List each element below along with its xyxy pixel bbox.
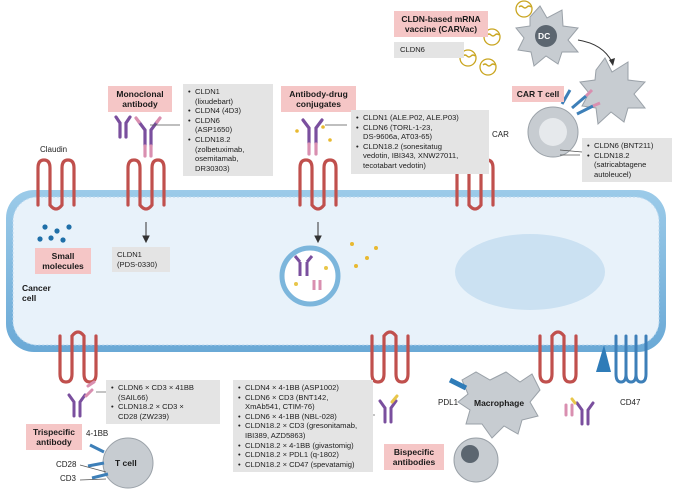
claudin-label: Claudin	[40, 145, 68, 154]
trispecific-item-cldn18-2: CLDN18.2 × CD3 × CD28 (ZW239)	[111, 402, 215, 421]
macrophage-label: Macrophage	[474, 398, 525, 408]
adc-item-cldn18-2: CLDN18.2 (sonesitatug vedotin, IBI343, X…	[356, 142, 484, 171]
cd47-label: CD47	[620, 398, 641, 407]
carvac-cldn6-box: CLDN6	[394, 42, 464, 58]
bispecific-item-2: CLDN6 × CD3 (BNT142, XmAb541, CTIM-76)	[238, 393, 368, 412]
bispecific-antibodies-badge: Bispecific antibodies	[384, 444, 444, 470]
monoclonal-item-cldn1: CLDN1 (lixudebart)	[188, 87, 268, 106]
payload-stars	[295, 125, 378, 268]
car-t-cell	[527, 88, 601, 158]
pdl1-receptor	[596, 345, 611, 372]
bispecific-item-6: CLDN18.2 × PDL1 (q-1802)	[238, 450, 368, 460]
activated-dendritic-cell	[579, 57, 647, 126]
cd28-label: CD28	[56, 460, 77, 469]
monoclonal-item-cldn18-2: CLDN18.2 (zolbetuximab, osemitamab, DR30…	[188, 135, 268, 173]
four-1bb-label: 4-1BB	[86, 429, 109, 438]
endosome	[279, 245, 341, 307]
trispecific-item-cldn6: CLDN6 × CD3 × 41BB (SAIL66)	[111, 383, 215, 402]
adc-item-cldn1: CLDN1 (ALE.P02, ALE.P03)	[356, 113, 484, 123]
small-molecules-badge: Small molecules	[35, 248, 91, 274]
dc-arrow-head	[609, 58, 615, 66]
nucleus	[455, 234, 605, 310]
monoclonal-item-cldn6: CLDN6 (ASP1650)	[188, 116, 268, 135]
internalisation-arrows	[142, 222, 322, 244]
t-cell-label: T cell	[115, 458, 137, 468]
trispecific-antibody-badge: Trispecific antibody	[26, 424, 82, 450]
bispecific-item-5: CLDN18.2 × 4-1BB (givastomig)	[238, 441, 368, 451]
dendritic-cell	[515, 5, 580, 67]
monoclonal-antibody-badge: Monoclonal antibody	[108, 86, 172, 112]
mrna-vaccine-icons	[459, 0, 533, 76]
carvac-badge: CLDN-based mRNA vaccine (CARVac)	[394, 11, 488, 37]
bispecific-item-4: CLDN18.2 × CD3 (gresonitamab, IBI389, AZ…	[238, 421, 368, 440]
bispecific-item-7: CLDN18.2 × CD47 (spevatamig)	[238, 460, 368, 470]
cd3-label: CD3	[60, 474, 77, 483]
bispecific-item-3: CLDN6 × 4-1BB (NBL-028)	[238, 412, 368, 422]
dc-label: DC	[538, 31, 551, 41]
trispecific-antibody-icon	[67, 380, 96, 418]
car-t-cell-badge: CAR T cell	[512, 86, 564, 102]
bispecific-list: CLDN4 × 4-1BB (ASP1002) CLDN6 × CD3 (BNT…	[233, 380, 373, 473]
dc-arrow	[577, 39, 613, 63]
cd47-receptor	[614, 334, 648, 384]
small-molecule-dots	[37, 224, 72, 243]
pdl1-label: PDL1	[438, 398, 459, 407]
bispecific-item-1: CLDN4 × 4-1BB (ASP1002)	[238, 383, 368, 393]
car-t-list: CLDN6 (BNT211) CLDN18.2 (satricabtagene …	[582, 138, 672, 183]
car-label: CAR	[492, 130, 509, 139]
cancer-cell-label: Cancer cell	[22, 283, 51, 303]
macrophage	[448, 371, 541, 483]
t-cell	[87, 437, 154, 489]
trispecific-list: CLDN6 × CD3 × 41BB (SAIL66) CLDN18.2 × C…	[106, 380, 220, 425]
car-t-item-cldn6: CLDN6 (BNT211)	[587, 141, 667, 151]
monoclonal-antibody-list: CLDN1 (lixudebart) CLDN4 (4D3) CLDN6 (AS…	[183, 84, 273, 177]
adc-list: CLDN1 (ALE.P02, ALE.P03) CLDN6 (TORL-1-2…	[351, 110, 489, 174]
monoclonal-item-cldn4: CLDN4 (4D3)	[188, 106, 268, 116]
small-molecule-target-box: CLDN1 (PDS-0330)	[112, 247, 170, 273]
adc-badge: Antibody-drug conjugates	[281, 86, 356, 112]
bispecific-antibody-icons	[378, 394, 595, 426]
adc-item-cldn6: CLDN6 (TORL-1-23, DS-9606a, AT03-65)	[356, 123, 484, 142]
car-t-item-cldn18-2: CLDN18.2 (satricabtagene autoleucel)	[587, 151, 667, 180]
adc-antibody-icon	[301, 118, 324, 156]
claudin-proteins-bottom	[58, 330, 578, 384]
monoclonal-antibody-icons	[114, 115, 162, 158]
